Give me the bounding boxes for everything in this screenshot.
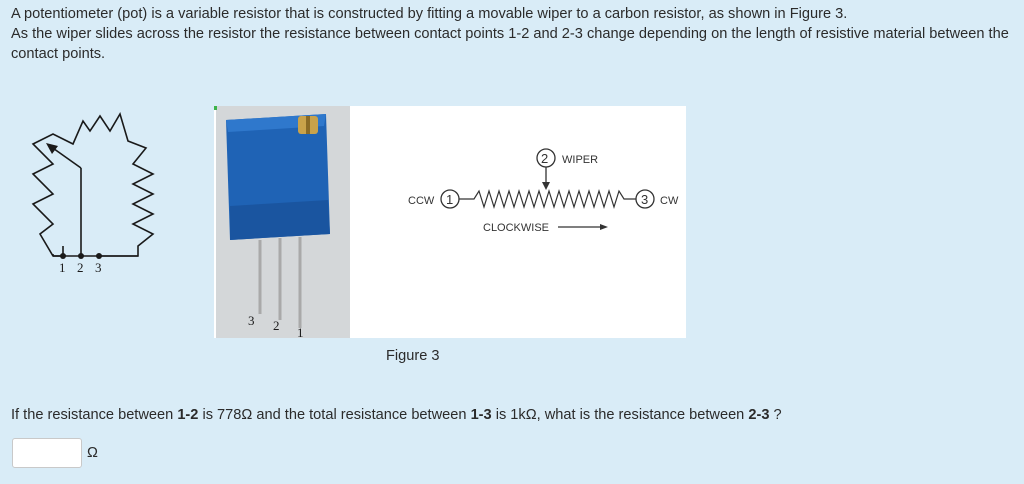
question-bold-1-2: 1-2 [177, 407, 199, 423]
photo-pin-label-3: 3 [248, 313, 255, 328]
terminal-3-circle [635, 189, 655, 209]
schematic-diagram: 2 WIPER CCW 1 3 CW CLOCKWISE [408, 148, 679, 234]
ccw-label: CCW [408, 195, 435, 207]
wiper-arrow-down-icon [542, 182, 550, 190]
question-text: If the resistance between 1-2 is 778Ω an… [11, 407, 1011, 423]
pin-label-2: 2 [77, 260, 84, 275]
potentiometer-symbol-figure: 1 2 3 [28, 106, 178, 296]
intro-text: A potentiometer (pot) is a variable resi… [11, 4, 1011, 64]
question-bold-2-3: 2-3 [748, 407, 770, 423]
terminal-2-label: 2 [541, 151, 548, 166]
clockwise-label: CLOCKWISE [483, 222, 549, 234]
answer-input[interactable] [12, 438, 82, 468]
question-part-3: is 1kΩ, what is the resistance between [491, 407, 749, 423]
pin-3-dot [96, 253, 102, 259]
potentiometer-schematic: 2 WIPER CCW 1 3 CW CLOCKWISE [350, 106, 686, 338]
photo-pin-label-1: 1 [297, 325, 304, 338]
answer-unit: Ω [87, 445, 98, 461]
clockwise-arrow-icon [600, 224, 608, 230]
pin-label-1: 1 [59, 260, 66, 275]
potentiometer-symbol: 1 2 3 [31, 112, 155, 275]
potentiometer-photo: 3 2 1 [214, 106, 350, 340]
pin-1-dot [60, 253, 66, 259]
pin-label-3: 3 [95, 260, 102, 275]
resistor-zigzag-schematic [459, 188, 636, 210]
pin-2-dot [78, 253, 84, 259]
cw-label: CW [660, 195, 679, 207]
photo-pin-label-2: 2 [273, 318, 280, 333]
resistor-zigzag [31, 112, 155, 257]
wiper-label: WIPER [562, 154, 598, 166]
question-bold-1-3: 1-3 [470, 407, 492, 423]
terminal-1-label: 1 [446, 192, 453, 207]
intro-line-2: As the wiper slides across the resistor … [11, 26, 1009, 62]
question-part-4: ? [769, 407, 782, 423]
question-part-1: If the resistance between [11, 407, 178, 423]
wiper-arrow-icon [46, 143, 58, 154]
trimmer-pot-illustration: 3 2 1 [214, 106, 350, 340]
terminal-3-label: 3 [641, 192, 648, 207]
intro-line-1: A potentiometer (pot) is a variable resi… [11, 6, 848, 22]
question-part-2: is 778Ω and the total resistance between [198, 407, 471, 423]
figure-caption: Figure 3 [386, 348, 440, 364]
